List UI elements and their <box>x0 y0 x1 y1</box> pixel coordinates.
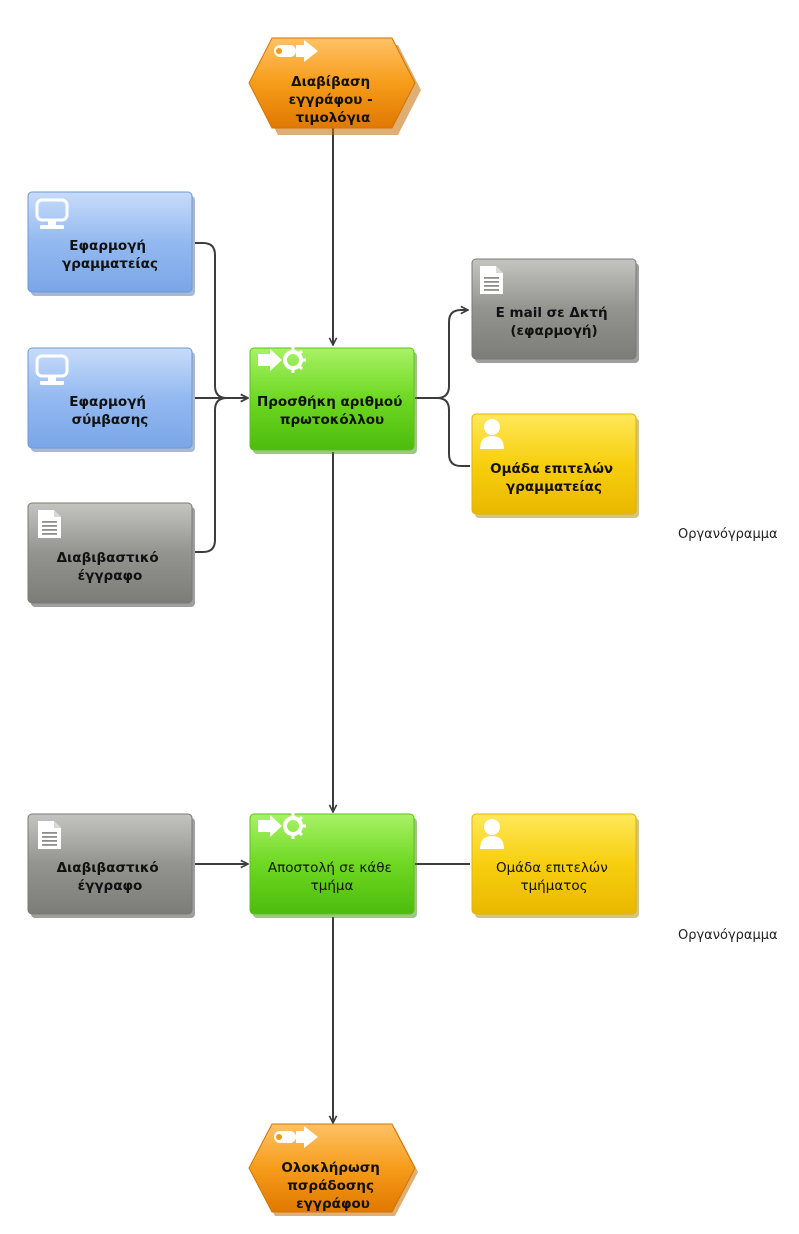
document-transmittal-2[interactable]: Διαβιβαστικό έγγραφο <box>27 813 195 918</box>
svg-text:Εφαρμογή γραμματείας: Εφαρμογή γραμματείας <box>62 238 158 272</box>
group-dept-line-2: τμήματος <box>520 878 587 894</box>
start-event-line-2: εγγράφου - <box>289 92 373 108</box>
doc-transmittal-1-line-2: έγγραφο <box>78 568 143 584</box>
connector-add-protocol-to-email <box>415 310 468 399</box>
svg-text:E mail σε Δκτή (εφαρμογή: E mail σε Δκτή (εφαρμογή) <box>496 305 613 339</box>
svg-text:Διαβιβαστικό έγγραφο: Διαβιβαστικό έγγραφο <box>57 860 164 894</box>
document-email-dkti[interactable]: E mail σε Δκτή (εφαρμογή) <box>471 258 639 363</box>
svg-text:Ομάδα επιτελών τμήματος: Ομάδα επιτελών τμήματος <box>496 860 612 894</box>
arrow-right-icon <box>274 1126 318 1148</box>
app-secretariat-line-1: Εφαρμογή <box>69 238 146 254</box>
group-secretariat-line-2: γραμματείας <box>506 479 602 495</box>
group-secretariat-line-1: Ομάδα επιτελών <box>490 461 613 477</box>
svg-text:Ομάδα επιτελών γραμματεί: Ομάδα επιτελών γραμματείας <box>490 461 618 495</box>
org-chart-label-1[interactable]: Οργανόγραμμα <box>678 527 778 542</box>
end-event-line-3: εγγράφου <box>296 1196 370 1212</box>
doc-transmittal-2-line-1: Διαβιβαστικό <box>57 860 159 876</box>
org-group-secretariat[interactable]: Ομάδα επιτελών γραμματείας <box>471 413 639 518</box>
add-protocol-line-2: πρωτοκόλλου <box>280 412 384 428</box>
email-dkti-line-1: E mail σε Δκτή <box>496 305 608 321</box>
svg-text:Διαβιβαστικό έγγραφο: Διαβιβαστικό έγγραφο <box>57 550 164 584</box>
arrow-right-icon <box>274 40 318 62</box>
start-event-line-1: Διαβίβαση <box>291 74 370 90</box>
system-app-contract[interactable]: Εφαρμογή σύμβασης <box>27 347 195 452</box>
email-dkti-line-2: (εφαρμογή) <box>510 323 597 339</box>
svg-text:Εφαρμογή σύμβασης: Εφαρμογή σύμβασης <box>69 394 150 428</box>
group-dept-line-1: Ομάδα επιτελών <box>496 860 608 876</box>
svg-text:Προσθήκη αριθμού πρωτοκό: Προσθήκη αριθμού πρωτοκόλλου <box>257 394 407 428</box>
svg-text:Διαβίβαση εγγράφου -: Διαβίβαση εγγράφου - τιμολόγια <box>289 74 378 126</box>
app-contract-line-1: Εφαρμογή <box>69 394 146 410</box>
send-dept-line-1: Αποστολή σε κάθε <box>268 860 392 876</box>
function-send-dept[interactable]: Αποστολή σε κάθε τμήμα <box>249 813 417 918</box>
doc-transmittal-1-line-1: Διαβιβαστικό <box>57 550 159 566</box>
svg-text:Αποστολή σε κάθε τμήμα: Αποστολή σε κάθε τμήμα <box>268 860 396 894</box>
doc-transmittal-2-line-2: έγγραφο <box>78 878 143 894</box>
add-protocol-line-1: Προσθήκη αριθμού <box>257 394 402 410</box>
end-event-line-2: πσράδοσης <box>287 1178 374 1194</box>
end-event-line-1: Ολοκλήρωση <box>281 1160 380 1176</box>
document-transmittal-1[interactable]: Διαβιβαστικό έγγραφο <box>27 502 195 607</box>
org-group-dept[interactable]: Ομάδα επιτελών τμήματος <box>471 813 639 918</box>
process-gear-icon <box>258 347 306 373</box>
system-app-secretariat[interactable]: Εφαρμογή γραμματείας <box>27 191 195 296</box>
connectors <box>195 125 470 1123</box>
connector-doc-transmittal-to-add-protocol <box>195 397 228 553</box>
app-contract-line-2: σύμβασης <box>72 412 149 428</box>
svg-text:Ολοκλήρωση πσράδοσης: Ολοκλήρωση πσράδοσης εγγράφου <box>281 1160 384 1212</box>
person-icon <box>480 419 504 449</box>
start-event-line-3: τιμολόγια <box>296 110 371 126</box>
event-end[interactable]: Ολοκλήρωση πσράδοσης εγγράφου <box>248 1123 418 1216</box>
org-chart-label-2[interactable]: Οργανόγραμμα <box>678 928 778 943</box>
document-icon <box>38 510 61 538</box>
document-icon <box>480 266 503 294</box>
document-icon <box>38 821 61 849</box>
process-gear-icon <box>258 813 306 839</box>
send-dept-line-2: τμήμα <box>311 878 354 894</box>
person-icon <box>480 819 504 849</box>
connector-add-protocol-to-group-secretariat <box>436 397 470 467</box>
monitor-icon <box>35 198 69 229</box>
function-add-protocol[interactable]: Προσθήκη αριθμού πρωτοκόλλου <box>249 347 417 454</box>
event-start[interactable]: Διαβίβαση εγγράφου - τιμολόγια <box>248 37 421 135</box>
connector-app-secretariat-to-add-protocol <box>195 242 248 398</box>
app-secretariat-line-2: γραμματείας <box>62 256 158 272</box>
monitor-icon <box>35 354 69 385</box>
